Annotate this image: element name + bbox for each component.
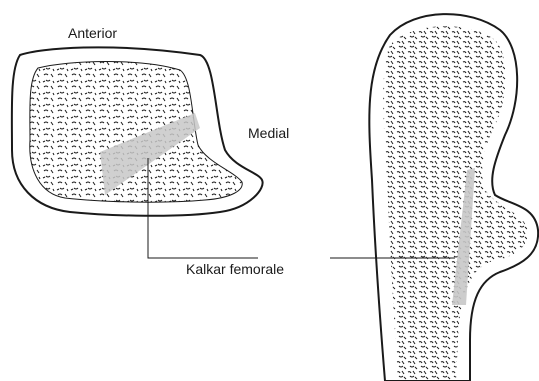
cross-section (12, 47, 263, 215)
label-kalkar-femorale: Kalkar femorale (186, 261, 284, 277)
label-anterior: Anterior (68, 25, 117, 41)
label-medial: Medial (248, 125, 289, 141)
longitudinal-section (369, 14, 538, 381)
